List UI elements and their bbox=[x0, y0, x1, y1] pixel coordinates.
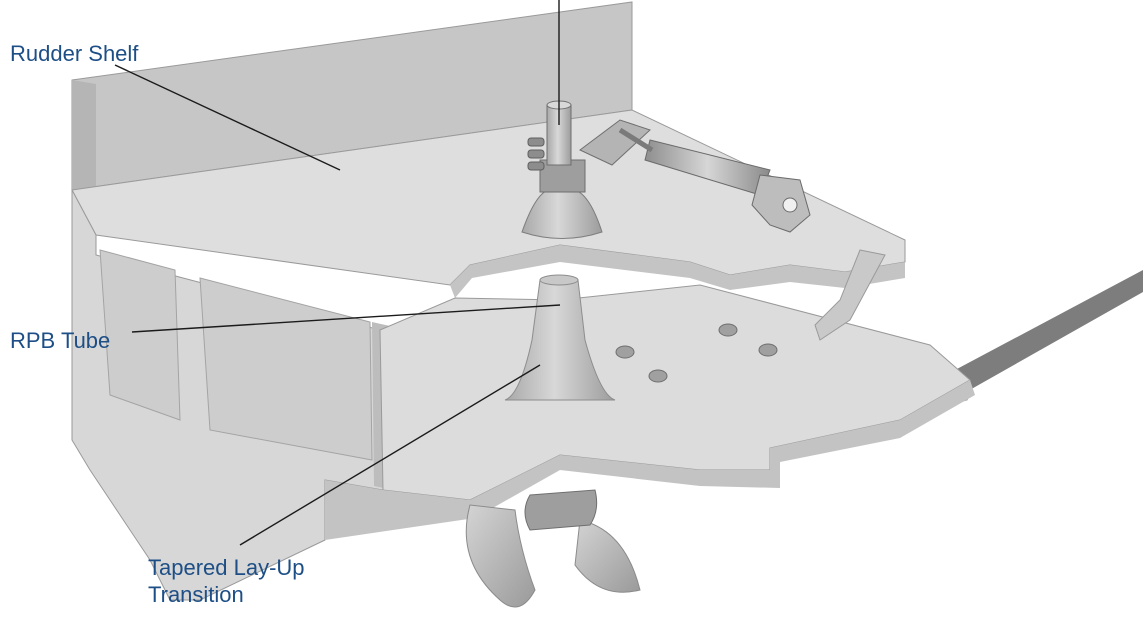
frame-opening-1 bbox=[99, 249, 181, 421]
cylinder-mount bbox=[751, 174, 811, 233]
propeller-blade bbox=[574, 519, 641, 593]
label-rudder-shelf: Rudder Shelf bbox=[10, 41, 139, 66]
mount-pin bbox=[782, 197, 798, 213]
bottom-plate-edge bbox=[325, 380, 975, 540]
label-rpb-tube: RPB Tube bbox=[10, 328, 111, 353]
bolt bbox=[527, 149, 545, 159]
bolt bbox=[527, 161, 545, 171]
bolt bbox=[527, 137, 545, 147]
shelf-front-edge bbox=[450, 240, 905, 298]
prop-shaft bbox=[940, 270, 1143, 400]
stud bbox=[758, 343, 778, 357]
stud bbox=[718, 323, 738, 337]
label-tapered-line-1: Tapered Lay-Up bbox=[148, 555, 305, 580]
keel-fin bbox=[814, 249, 886, 341]
propeller-blade bbox=[465, 504, 536, 608]
label-tapered-line-2: Transition bbox=[148, 582, 244, 607]
label-tapered-layup-transition: Tapered Lay-Up Transition bbox=[148, 554, 305, 608]
prop-hub bbox=[524, 489, 598, 531]
rudder-bearing-base bbox=[521, 189, 603, 239]
leader-tapered-layup bbox=[239, 364, 541, 546]
transom-left-edge bbox=[72, 80, 96, 190]
tiller-arm bbox=[579, 119, 651, 166]
leader-rudder-shelf bbox=[114, 64, 341, 171]
frame-opening-2 bbox=[199, 277, 373, 461]
rpb-tube-top bbox=[539, 274, 579, 286]
cylinder-rod bbox=[618, 127, 654, 153]
leader-rpb-tube bbox=[131, 304, 561, 333]
stud bbox=[648, 369, 668, 383]
tiller-bolts bbox=[527, 137, 545, 171]
stud bbox=[615, 345, 635, 359]
mounting-studs bbox=[615, 323, 778, 383]
